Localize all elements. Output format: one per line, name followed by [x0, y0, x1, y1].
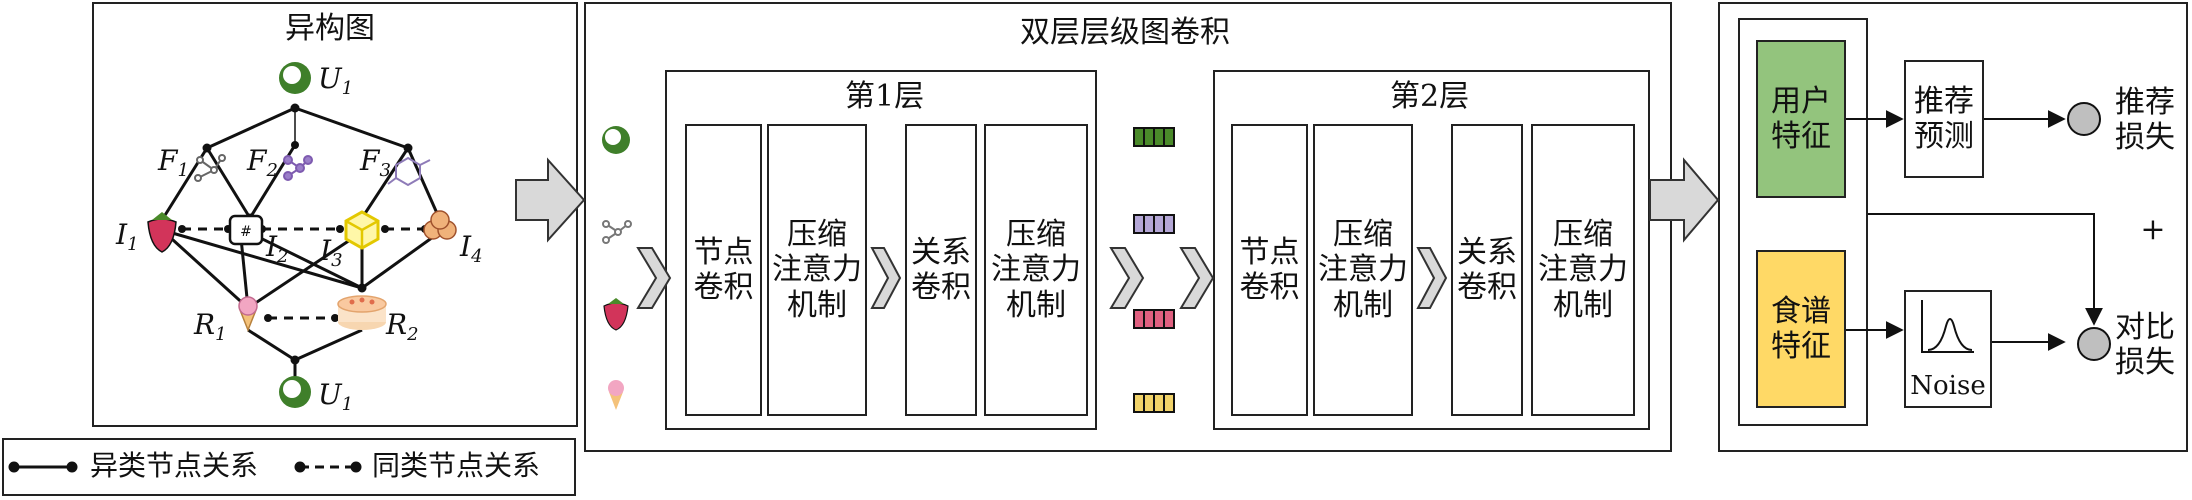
hetero-graph-panel	[92, 2, 578, 427]
svg-text:F1: F1	[157, 144, 189, 181]
cake-icon	[337, 295, 387, 330]
loss-node	[2067, 102, 2101, 136]
output-arrows	[1846, 110, 2103, 351]
node-u-top-sub: 1	[342, 78, 353, 99]
chevron-icon	[636, 247, 1448, 309]
legend-dashed-line	[294, 461, 362, 473]
svg-text:I4: I4	[459, 230, 483, 267]
plus-sign: +	[2140, 212, 2166, 248]
node-f1-sub: 1	[177, 160, 188, 181]
embedding-green	[1133, 127, 1175, 147]
loss-node	[2077, 327, 2111, 361]
conv-title: 双层层级图卷积	[1020, 15, 1230, 50]
svg-text:I2: I2	[265, 230, 289, 267]
node-i3-label: I	[319, 234, 332, 267]
rec-loss-label: 推荐 损失	[2115, 84, 2175, 155]
legend-homo-label: 同类节点关系	[372, 449, 541, 482]
user-icon	[279, 376, 311, 408]
svg-text:F3: F3	[359, 144, 391, 181]
layer2-node-conv: 节点 卷积	[1231, 124, 1308, 416]
strawberry-icon	[603, 298, 629, 331]
svg-text:R1: R1	[193, 308, 227, 345]
embedding-purple	[1133, 214, 1175, 234]
node-u-bottom-sub: 1	[342, 394, 353, 415]
layer1-compress-attn-a: 压缩 注意力 机制	[767, 124, 867, 416]
distribution-icon	[1921, 300, 1974, 353]
layer1-compress-attn-b: 压缩 注意力 机制	[984, 124, 1088, 416]
svg-text:U1: U1	[318, 62, 353, 99]
molecule-icon	[283, 155, 313, 181]
svg-text:I1: I1	[115, 218, 139, 255]
svg-text:F2: F2	[246, 144, 278, 181]
hetero-graph-title: 异构图	[285, 11, 375, 46]
node-i3-sub: 3	[331, 250, 342, 271]
ice-cream-icon	[608, 380, 624, 410]
node-r2-sub: 2	[406, 324, 418, 345]
embedding-red	[1133, 309, 1175, 329]
legend-solid-line	[8, 461, 78, 473]
molecule-icon	[387, 156, 431, 187]
molecule-icon	[194, 154, 226, 182]
rec-predict-box: 推荐 预测	[1904, 60, 1984, 178]
node-i2-label: I	[265, 230, 278, 263]
node-r2-label: R	[385, 308, 407, 341]
svg-text:#: #	[240, 224, 252, 240]
layer1-relation-conv: 关系 卷积	[905, 124, 977, 416]
embedding-yellow	[1133, 393, 1175, 413]
node-i4-label: I	[459, 230, 472, 263]
legend-box	[2, 438, 576, 496]
user-icon	[279, 62, 311, 94]
legend-hetero-label: 异类节点关系	[90, 449, 259, 482]
graph-labels: U1 F1 F2 F3 I1 I2 I3 I4 R1 R2 U1	[115, 62, 483, 415]
svg-text:I3: I3	[319, 234, 343, 271]
node-i1-label: I	[115, 218, 128, 251]
user-icon	[602, 126, 630, 154]
svg-text:R2: R2	[385, 308, 419, 345]
layer2-compress-attn-b: 压缩 注意力 机制	[1531, 124, 1635, 416]
layer2-relation-conv: 关系 卷积	[1451, 124, 1523, 416]
ice-cream-icon	[238, 296, 258, 333]
bag-icon: #	[228, 214, 264, 246]
node-f1-label: F	[157, 144, 179, 177]
node-u-bottom-label: U	[318, 378, 343, 411]
cookie-icon	[423, 210, 457, 240]
node-f3-label: F	[359, 144, 381, 177]
svg-text:U1: U1	[318, 378, 353, 415]
node-u-top-label: U	[318, 62, 343, 95]
noise-box: Noise	[1904, 290, 1992, 408]
user-feature-box: 用户 特征	[1756, 40, 1846, 198]
node-i1-sub: 1	[127, 234, 138, 255]
recipe-feature-box: 食谱 特征	[1756, 250, 1846, 408]
layer2-compress-attn-a: 压缩 注意力 机制	[1313, 124, 1413, 416]
layer1-node-conv: 节点 卷积	[685, 124, 762, 416]
cube-icon	[344, 210, 380, 250]
node-i4-sub: 4	[470, 246, 482, 267]
noise-label: Noise	[1910, 371, 1986, 402]
strawberry-icon	[147, 212, 177, 253]
node-i2-sub: 2	[276, 246, 288, 267]
layer1-title: 第1层	[845, 79, 925, 114]
node-f2-sub: 2	[265, 160, 277, 181]
big-arrow-1	[515, 157, 586, 243]
node-r1-label: R	[193, 308, 215, 341]
big-arrow-2	[1649, 157, 1720, 243]
homo-edges	[182, 227, 425, 320]
molecule-icon	[602, 220, 632, 244]
contrast-loss-label: 对比 损失	[2115, 309, 2175, 380]
node-f3-sub: 3	[379, 160, 390, 181]
node-f2-label: F	[246, 144, 268, 177]
node-r1-sub: 1	[215, 324, 226, 345]
layer2-title: 第2层	[1390, 79, 1470, 114]
